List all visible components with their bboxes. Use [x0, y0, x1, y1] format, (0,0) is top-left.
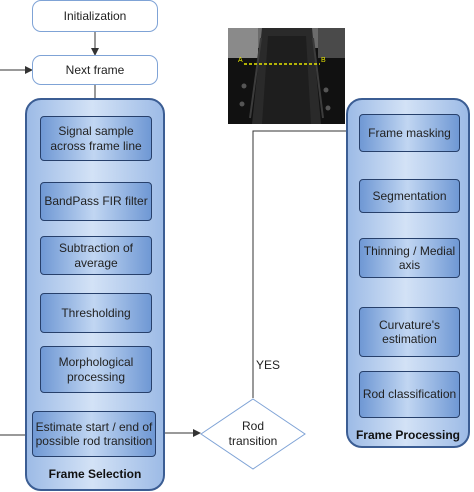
rod-transition-decision [200, 398, 306, 470]
yes-label: YES [256, 358, 281, 372]
frame-masking-box: Frame masking [359, 114, 460, 152]
rod-transition-label: Rod transition [228, 419, 278, 448]
initialization-box: Initialization [32, 0, 158, 32]
thresholding-box: Thresholding [40, 293, 152, 333]
signal-sample-box: Signal sample across frame line [40, 116, 152, 161]
thinning-medial-axis-box: Thinning / Medial axis [359, 238, 460, 278]
curvature-estimation-box: Curvature's estimation [359, 307, 460, 357]
subtraction-average-box: Subtraction of average [40, 236, 152, 275]
bandpass-filter-box: BandPass FIR filter [40, 182, 152, 221]
conveyor-photo: A B [228, 28, 345, 124]
segmentation-box: Segmentation [359, 179, 460, 213]
photo-label-a: A [238, 57, 243, 64]
morphological-processing-box: Morphological processing [40, 346, 152, 393]
rod-classification-box: Rod classification [359, 371, 460, 418]
next-frame-box: Next frame [32, 55, 158, 85]
estimate-rod-transition-box: Estimate start / end of possible rod tra… [32, 411, 156, 457]
frame-processing-label: Frame Processing [355, 428, 461, 442]
photo-label-b: B [321, 57, 326, 64]
frame-selection-label: Frame Selection [48, 467, 142, 481]
